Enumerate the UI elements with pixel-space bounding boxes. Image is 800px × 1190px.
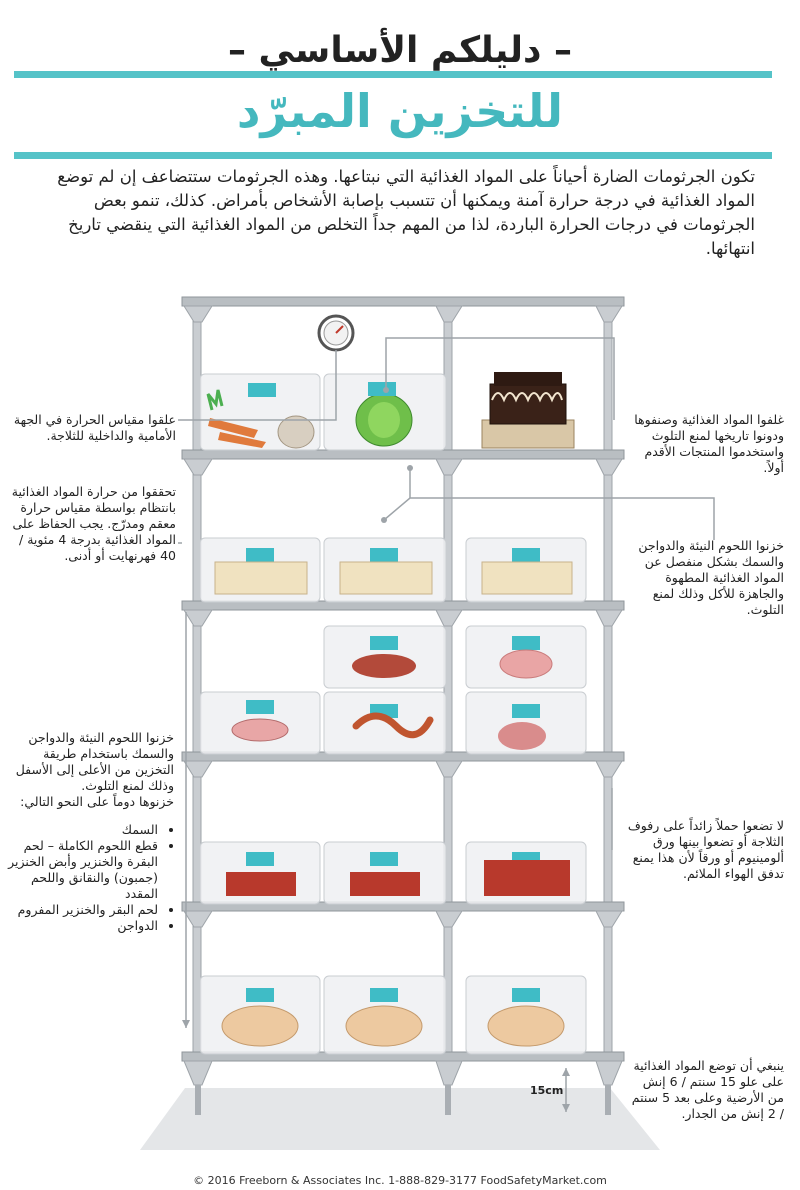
title-divider bbox=[14, 152, 772, 159]
container-ham bbox=[465, 625, 587, 689]
intro-paragraph: تكون الجرثومات الضارة أحياناً على المواد… bbox=[57, 167, 755, 258]
footer-copyright: © 2016 Freeborn & Associates Inc. 1-888-… bbox=[193, 1174, 607, 1187]
note-check-temperature: تحققوا من حرارة المواد الغذائية بانتظام … bbox=[11, 484, 176, 563]
list-item: قطع اللحوم الكاملة – لحم البقرة والخنزير… bbox=[6, 838, 158, 902]
note-top-down-intro: خزنوا اللحوم النيئة والدواجن والسمك باست… bbox=[15, 730, 174, 793]
shelf-feet bbox=[195, 1085, 611, 1115]
container-steak bbox=[323, 625, 447, 689]
container-sausages bbox=[323, 691, 447, 755]
top-divider bbox=[14, 71, 772, 78]
container-carrots-garlic bbox=[199, 373, 321, 451]
title-subheading: – دليلكم الأساسي – bbox=[227, 30, 573, 71]
container-pork-chops bbox=[199, 691, 321, 755]
note-wrap-label: غلفوا المواد الغذائية وصنفوها ودونوا تار… bbox=[634, 412, 784, 475]
callout-lines bbox=[178, 337, 715, 1112]
note-thermometer: علقوا مقياس الحرارة في الجهة الأمامية وا… bbox=[13, 412, 176, 443]
container-fish-3 bbox=[465, 537, 587, 603]
container-lettuce bbox=[323, 373, 447, 451]
note-no-overload: لا تضعوا حملاً زائداً على رفوف الثلاجة أ… bbox=[627, 818, 784, 881]
note-floor-height: ينبغي أن توضع المواد الغذائية على علو 15… bbox=[631, 1058, 784, 1121]
list-item: لحم البقر والخنزير المفروم bbox=[6, 902, 158, 918]
container-fish-1 bbox=[199, 537, 321, 603]
note-top-down: خزنوا اللحوم النيئة والدواجن والسمك باست… bbox=[6, 730, 174, 934]
container-poultry-3 bbox=[465, 975, 587, 1055]
thermometer-icon bbox=[317, 314, 355, 352]
container-ground-meat-2 bbox=[323, 841, 447, 905]
page-title: للتخزين المبرّد bbox=[236, 84, 564, 138]
list-item: الدواجن bbox=[6, 918, 158, 934]
container-poultry-2 bbox=[323, 975, 447, 1055]
container-fish-2 bbox=[323, 537, 447, 603]
height-measure-label: 15cm bbox=[530, 1084, 563, 1097]
floor-shadow bbox=[140, 1088, 660, 1150]
list-item: السمك bbox=[6, 822, 158, 838]
container-roast bbox=[465, 691, 587, 755]
container-poultry-1 bbox=[199, 975, 321, 1055]
note-top-down-order-intro: خزنوها دوماً على النحو التالي: bbox=[20, 794, 174, 809]
note-separate-storage: خزنوا اللحوم النيئة والدواجن والسمك بشكل… bbox=[638, 538, 784, 617]
shelving-illustration: 15cm bbox=[140, 296, 715, 1150]
cake-icon bbox=[481, 372, 575, 449]
container-ground-meat-3 bbox=[465, 841, 587, 905]
container-ground-meat-1 bbox=[199, 841, 321, 905]
callout-arrowheads bbox=[182, 387, 570, 1112]
storage-order-list: السمك قطع اللحوم الكاملة – لحم البقرة وا… bbox=[6, 822, 174, 934]
shelf-brackets bbox=[183, 305, 623, 1086]
